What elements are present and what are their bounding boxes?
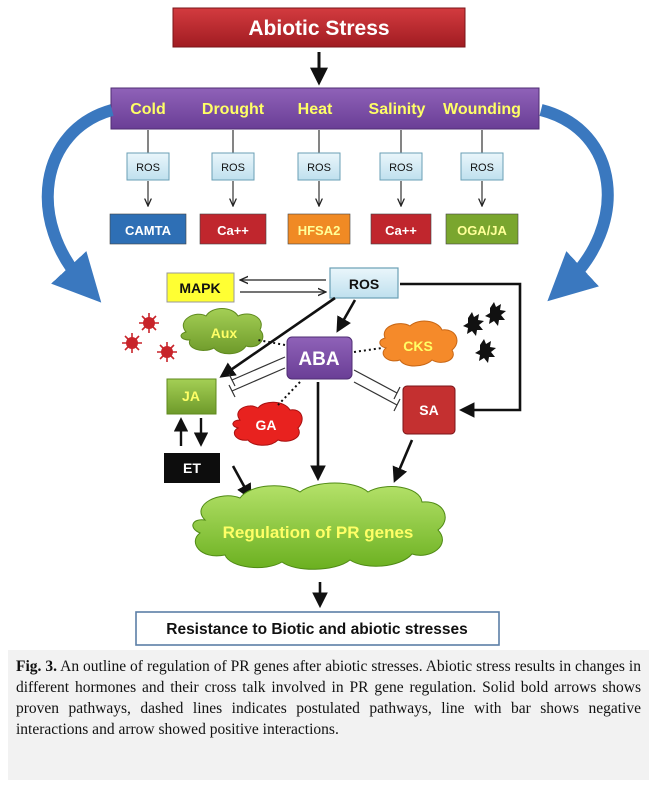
- stress-cold: Cold: [130, 101, 166, 118]
- arrow-sa-to-regulation: [392, 439, 414, 483]
- target-label: CAMTA: [125, 223, 172, 238]
- ga-cloud: [232, 401, 303, 446]
- ga-label: GA: [256, 417, 277, 433]
- et-box: [164, 453, 220, 483]
- cks-cloud: [379, 320, 458, 367]
- ros-box: [126, 152, 170, 181]
- cks-label: CKS: [403, 338, 433, 354]
- ros-main-box: [329, 267, 399, 299]
- red-virus-icon: [122, 313, 177, 362]
- ros-label: ROS: [136, 162, 160, 174]
- blue-curved-arrow-left: [41, 104, 114, 303]
- target-label: HFSA2: [298, 223, 341, 238]
- aux-label: Aux: [211, 325, 238, 341]
- regulation-label: Regulation of PR genes: [223, 523, 414, 542]
- target-box: [199, 213, 267, 245]
- aba-label: ABA: [298, 349, 339, 370]
- arrow-ros-to-aba: [336, 299, 357, 333]
- stress-types-bar: [110, 87, 540, 130]
- dashed-aba-cks: [353, 347, 383, 353]
- ros-label: ROS: [470, 162, 494, 174]
- stress-drought: Drought: [202, 101, 265, 118]
- mapk-box: [166, 272, 235, 303]
- sa-label: SA: [419, 402, 438, 418]
- stress-salinity: Salinity: [369, 101, 426, 118]
- inhibition-aba-sa: [353, 369, 401, 412]
- ros-label: ROS: [221, 162, 245, 174]
- aux-cloud: [180, 308, 264, 355]
- inhibition-aba-ja: [228, 356, 286, 398]
- ja-label: JA: [182, 388, 200, 404]
- ros-label: ROS: [389, 162, 413, 174]
- target-label: Ca++: [217, 223, 249, 238]
- aba-box: [286, 336, 353, 380]
- pr-gene-regulation-diagram: Abiotic Stress Cold Drought Heat Salinit…: [41, 7, 614, 646]
- abiotic-stress-box: [172, 7, 466, 48]
- abiotic-stress-label: Abiotic Stress: [248, 17, 389, 40]
- target-label: OGA/JA: [457, 223, 507, 238]
- sa-box: [402, 385, 456, 435]
- black-pathogen-icon: [463, 302, 506, 363]
- ros-box: [211, 152, 255, 181]
- ja-box: [166, 378, 217, 415]
- et-label: ET: [183, 460, 201, 476]
- target-box: [370, 213, 432, 245]
- arrow-ros-to-sa: [400, 282, 522, 418]
- figure-caption: Fig. 3. An outline of regulation of PR g…: [8, 650, 649, 780]
- ros-main-label: ROS: [349, 276, 379, 292]
- target-label: Ca++: [385, 223, 417, 238]
- dashed-aba-ga: [277, 381, 301, 406]
- ros-box: [460, 152, 504, 181]
- mapk-label: MAPK: [179, 280, 220, 296]
- resistance-label: Resistance to Biotic and abiotic stresse…: [166, 621, 468, 638]
- ros-box: [379, 152, 423, 181]
- target-box: [445, 213, 519, 245]
- regulation-cloud: [192, 482, 446, 570]
- ros-box: [297, 152, 341, 181]
- arrow-ros-to-ja: [219, 296, 336, 378]
- blue-curved-arrow-right: [539, 104, 614, 302]
- stress-heat: Heat: [298, 101, 333, 118]
- caption-text: An outline of regulation of PR genes aft…: [16, 658, 641, 738]
- caption-label: Fig. 3.: [16, 658, 57, 675]
- stress-wounding: Wounding: [443, 101, 521, 118]
- ros-label: ROS: [307, 162, 331, 174]
- target-box: [109, 213, 187, 245]
- target-box: [287, 213, 351, 245]
- resistance-box: [135, 611, 500, 646]
